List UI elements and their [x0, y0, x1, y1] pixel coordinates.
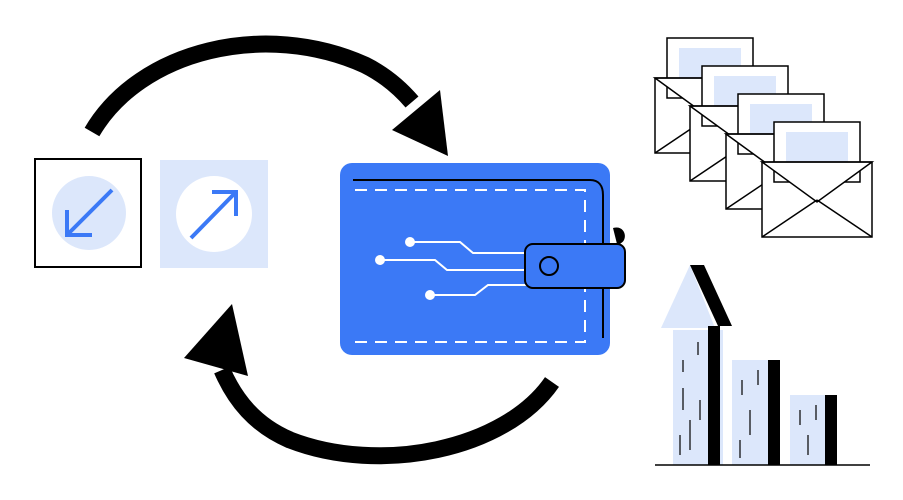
receive-tile: [34, 158, 142, 268]
send-tile: [160, 160, 268, 268]
bottom-clockwise-arrow-icon: [184, 304, 559, 465]
send-arrow-icon: [176, 176, 252, 252]
top-clockwise-arrow-icon: [84, 35, 448, 156]
digital-wallet-icon: [340, 163, 626, 355]
circuit-traces: [375, 237, 530, 300]
receive-arrow-icon: [52, 176, 126, 250]
envelopes-stack: [654, 37, 873, 238]
open-envelope-icon: [761, 121, 873, 238]
bar-chart-up-arrow-icon: [655, 265, 870, 466]
wallet-clasp: [524, 227, 626, 289]
